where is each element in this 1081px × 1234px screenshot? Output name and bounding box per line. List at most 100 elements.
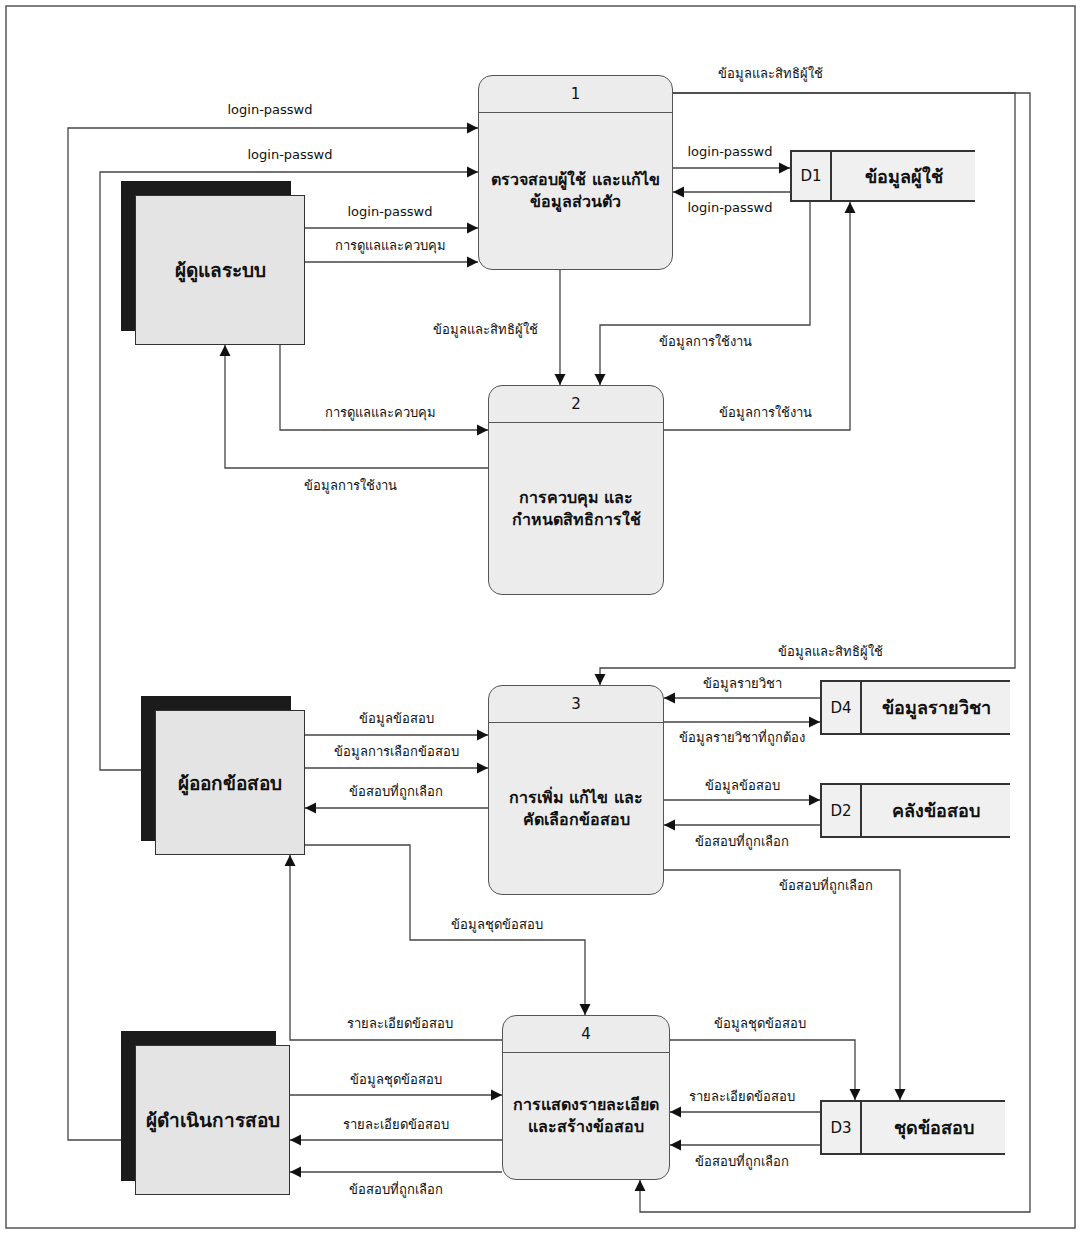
flow-label: ข้อมูลการเลือกข้อสอบ xyxy=(331,744,462,760)
process-name: การเพิ่ม แก้ไข และคัดเลือกข้อสอบ xyxy=(489,723,663,894)
flow-line xyxy=(305,734,488,735)
store-name: ข้อมูลผู้ใช้ xyxy=(832,152,975,200)
arrow-head xyxy=(635,1180,646,1191)
process-box: 2การควบคุม และกำหนดสิทธิการใช้ xyxy=(488,385,664,595)
data-flow xyxy=(673,187,790,198)
flow-label: ข้อมูลชุดข้อสอบ xyxy=(711,1016,809,1032)
data-flow xyxy=(670,1107,820,1118)
flow-line xyxy=(664,824,820,825)
data-flow xyxy=(664,795,820,806)
process-number: 4 xyxy=(503,1016,669,1053)
store-id: D1 xyxy=(792,152,832,200)
store-name: คลังข้อสอบ xyxy=(862,785,1010,836)
diagram-frame xyxy=(6,6,1075,1228)
external-entity: ผู้ดูแลระบบ xyxy=(135,195,305,345)
arrow-head xyxy=(290,1167,301,1178)
process-box: 3การเพิ่ม แก้ไข และคัดเลือกข้อสอบ xyxy=(488,685,664,895)
flow-label: ข้อมูลการใช้งาน xyxy=(301,478,400,494)
flow-label: การดูแลและควบคุม xyxy=(322,405,439,421)
entity-name: ผู้ดำเนินการสอบ xyxy=(146,1105,280,1135)
arrow-head xyxy=(670,1140,681,1151)
flow-line xyxy=(670,1144,820,1145)
flow-line xyxy=(673,191,790,192)
flow-label: login-passwd xyxy=(344,204,435,220)
arrow-head xyxy=(555,374,566,385)
data-store: D2คลังข้อสอบ xyxy=(820,783,1010,838)
flow-line xyxy=(664,721,820,722)
data-store: D3ชุดข้อสอบ xyxy=(820,1100,1005,1155)
flow-label: รายละเอียดข้อสอบ xyxy=(344,1016,456,1032)
flow-label: ข้อสอบที่ถูกเลือก xyxy=(346,1182,446,1198)
arrow-head xyxy=(477,425,488,436)
flow-label: ข้อมูลรายวิชาที่ถูกต้อง xyxy=(676,730,808,746)
process-name: ตรวจสอบผู้ใช้ และแก้ไขข้อมูลส่วนตัว xyxy=(479,113,672,269)
flow-line xyxy=(664,202,850,430)
data-flow xyxy=(555,270,566,385)
arrow-head xyxy=(809,795,820,806)
arrow-head xyxy=(305,803,316,814)
data-flow xyxy=(635,93,1031,1212)
flow-line xyxy=(68,128,478,1140)
data-flow xyxy=(285,855,503,1040)
data-flow xyxy=(664,820,820,831)
data-flow xyxy=(305,803,488,814)
data-flow xyxy=(280,345,488,436)
flow-line xyxy=(670,1111,820,1112)
process-number: 2 xyxy=(489,386,663,423)
data-flow xyxy=(664,870,906,1100)
store-id: D2 xyxy=(822,785,862,836)
process-name: การควบคุม และกำหนดสิทธิการใช้ xyxy=(489,423,663,594)
flow-label: ข้อมูลการใช้งาน xyxy=(656,334,755,350)
flow-label: ข้อสอบที่ถูกเลือก xyxy=(776,878,876,894)
flow-line xyxy=(664,697,820,698)
data-flow xyxy=(220,345,489,468)
flow-line xyxy=(290,1139,502,1140)
flow-label: login-passwd xyxy=(684,200,775,216)
arrow-head xyxy=(467,223,478,234)
arrow-head xyxy=(290,1135,301,1146)
entity-name: ผู้ออกข้อสอบ xyxy=(178,768,282,798)
flow-label: ข้อมูลข้อสอบ xyxy=(356,711,437,727)
flow-line xyxy=(225,345,488,468)
arrow-head xyxy=(285,855,296,866)
flow-line xyxy=(280,345,488,430)
arrow-head xyxy=(850,1089,861,1100)
arrow-head xyxy=(477,730,488,741)
data-flow xyxy=(290,1135,502,1146)
store-id: D4 xyxy=(822,682,862,733)
flow-label: การดูแลและควบคุม xyxy=(332,238,449,254)
arrow-head xyxy=(467,257,478,268)
flow-label: ข้อมูลและสิทธิผู้ใช้ xyxy=(715,66,826,82)
arrow-head xyxy=(895,1089,906,1100)
flow-line xyxy=(640,93,1030,1212)
flow-line xyxy=(290,1171,502,1172)
entity-name: ผู้ดูแลระบบ xyxy=(175,255,266,285)
flow-line xyxy=(305,767,488,768)
flow-label: ข้อสอบที่ถูกเลือก xyxy=(692,834,792,850)
flow-line xyxy=(100,172,478,770)
arrow-head xyxy=(673,187,684,198)
data-flow xyxy=(290,1090,502,1101)
arrow-head xyxy=(477,763,488,774)
arrow-head xyxy=(467,123,478,134)
data-flow xyxy=(670,1140,820,1151)
data-flow xyxy=(305,763,488,774)
flow-label: login-passwd xyxy=(684,144,775,160)
data-flow xyxy=(664,717,820,728)
arrow-head xyxy=(220,345,231,356)
arrow-head xyxy=(491,1090,502,1101)
arrow-head xyxy=(595,674,606,685)
arrow-head xyxy=(664,693,675,704)
flow-line xyxy=(290,855,502,1040)
store-name: ข้อมูลรายวิชา xyxy=(862,682,1010,733)
data-store: D1ข้อมูลผู้ใช้ xyxy=(790,150,975,202)
flow-line xyxy=(664,799,820,800)
data-flow xyxy=(290,1167,502,1178)
flow-line xyxy=(664,870,900,1100)
flow-label: ข้อมูลและสิทธิผู้ใช้ xyxy=(430,322,541,338)
data-flow xyxy=(673,163,790,174)
data-flow xyxy=(305,223,478,234)
flow-line xyxy=(305,261,478,262)
flow-label: ข้อมูลและสิทธิผู้ใช้ xyxy=(775,644,886,660)
